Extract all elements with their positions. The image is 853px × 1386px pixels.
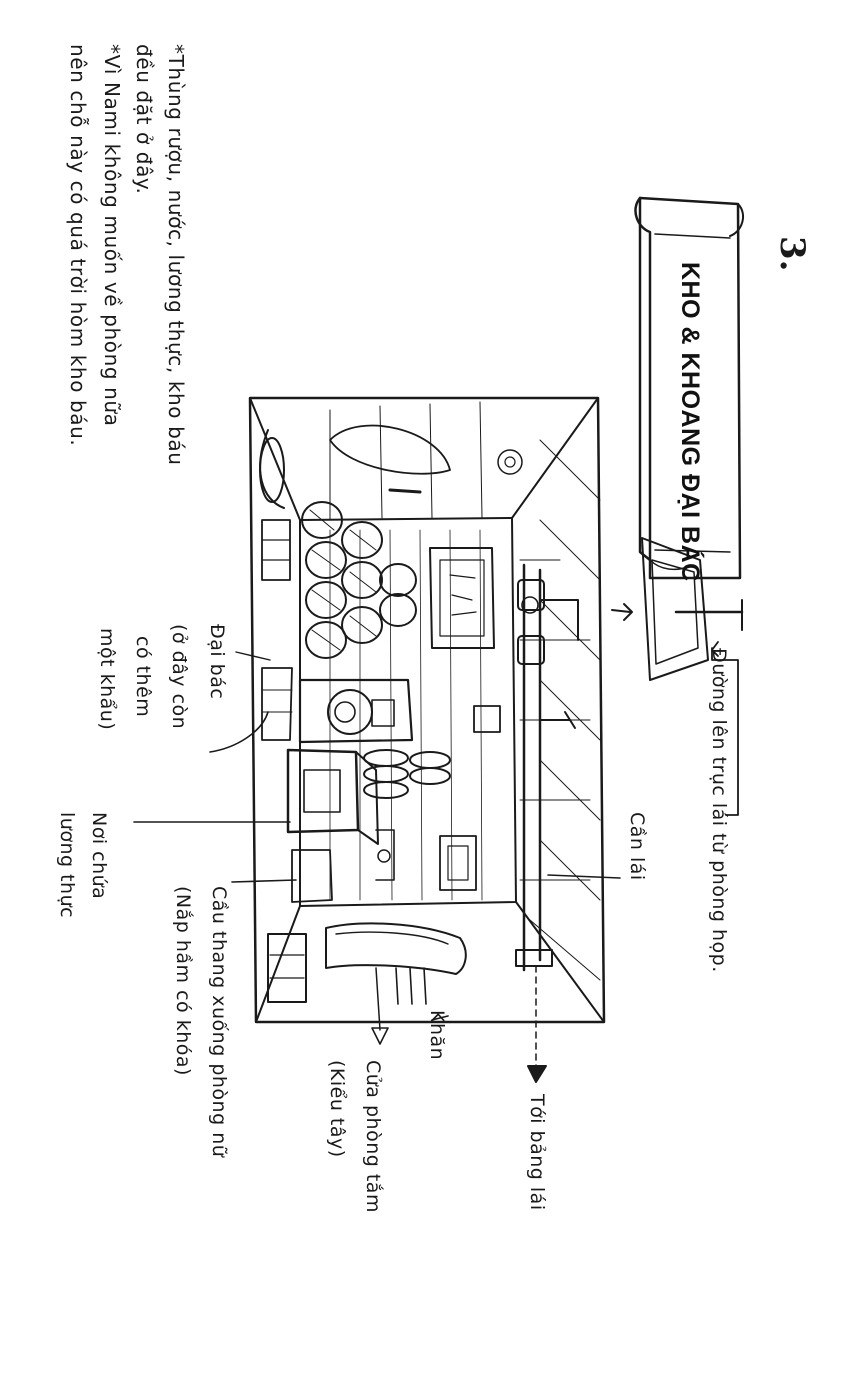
label-helm: Cần lái <box>626 812 648 881</box>
label-route-top: Đường lên trục lái từ phòng họp. <box>708 648 730 973</box>
page-number: 3. <box>772 236 812 272</box>
label-storage-line1: Nơi chứa <box>88 812 110 900</box>
label-cannon-line2: (ở đây còn <box>168 624 190 730</box>
note-line-2: đều đặt ở đây. <box>132 44 156 195</box>
label-cannon-line1: Đại bác <box>206 624 228 700</box>
label-bathroom-line1: Cửa phòng tắm <box>362 1060 384 1213</box>
label-cannon-line3: có thêm <box>132 636 154 718</box>
label-stairs-line2: (Nắp hầm có khóa) <box>172 886 194 1076</box>
wall-board <box>429 547 495 649</box>
route-arrow <box>711 641 739 816</box>
upper-objects <box>259 424 523 509</box>
cannon-sketch <box>261 667 414 744</box>
leader-lines <box>133 651 621 1021</box>
hatch-sketch <box>611 537 744 681</box>
label-to-helm: Tới bảng lái <box>526 1094 548 1211</box>
barrel-stack <box>261 501 417 659</box>
note-line-4: nên chỗ này có quá trời hòm kho báu. <box>66 44 90 447</box>
food-storage-box <box>286 748 477 891</box>
dish-rack <box>363 749 451 799</box>
room-walls <box>248 396 606 1024</box>
stairs-and-door <box>267 849 467 1045</box>
page-title: KHO & KHOANG ĐẠI BÁC <box>676 262 704 582</box>
label-bathroom-line2: (Kiểu tây) <box>326 1060 348 1158</box>
label-storage-line2: lương thực <box>56 812 78 919</box>
label-towel: Khăn <box>426 1010 448 1061</box>
note-line-1: *Thùng rượu, nước, lương thực, kho báu <box>164 44 188 466</box>
label-stairs-line1: Cầu thang xuống phòng nữ <box>208 886 230 1158</box>
note-line-3: *Vì Nami không muốn về phòng nữa <box>100 44 124 427</box>
helm-mechanism <box>473 563 579 1083</box>
label-cannon-line4: một khẩu) <box>96 628 118 731</box>
